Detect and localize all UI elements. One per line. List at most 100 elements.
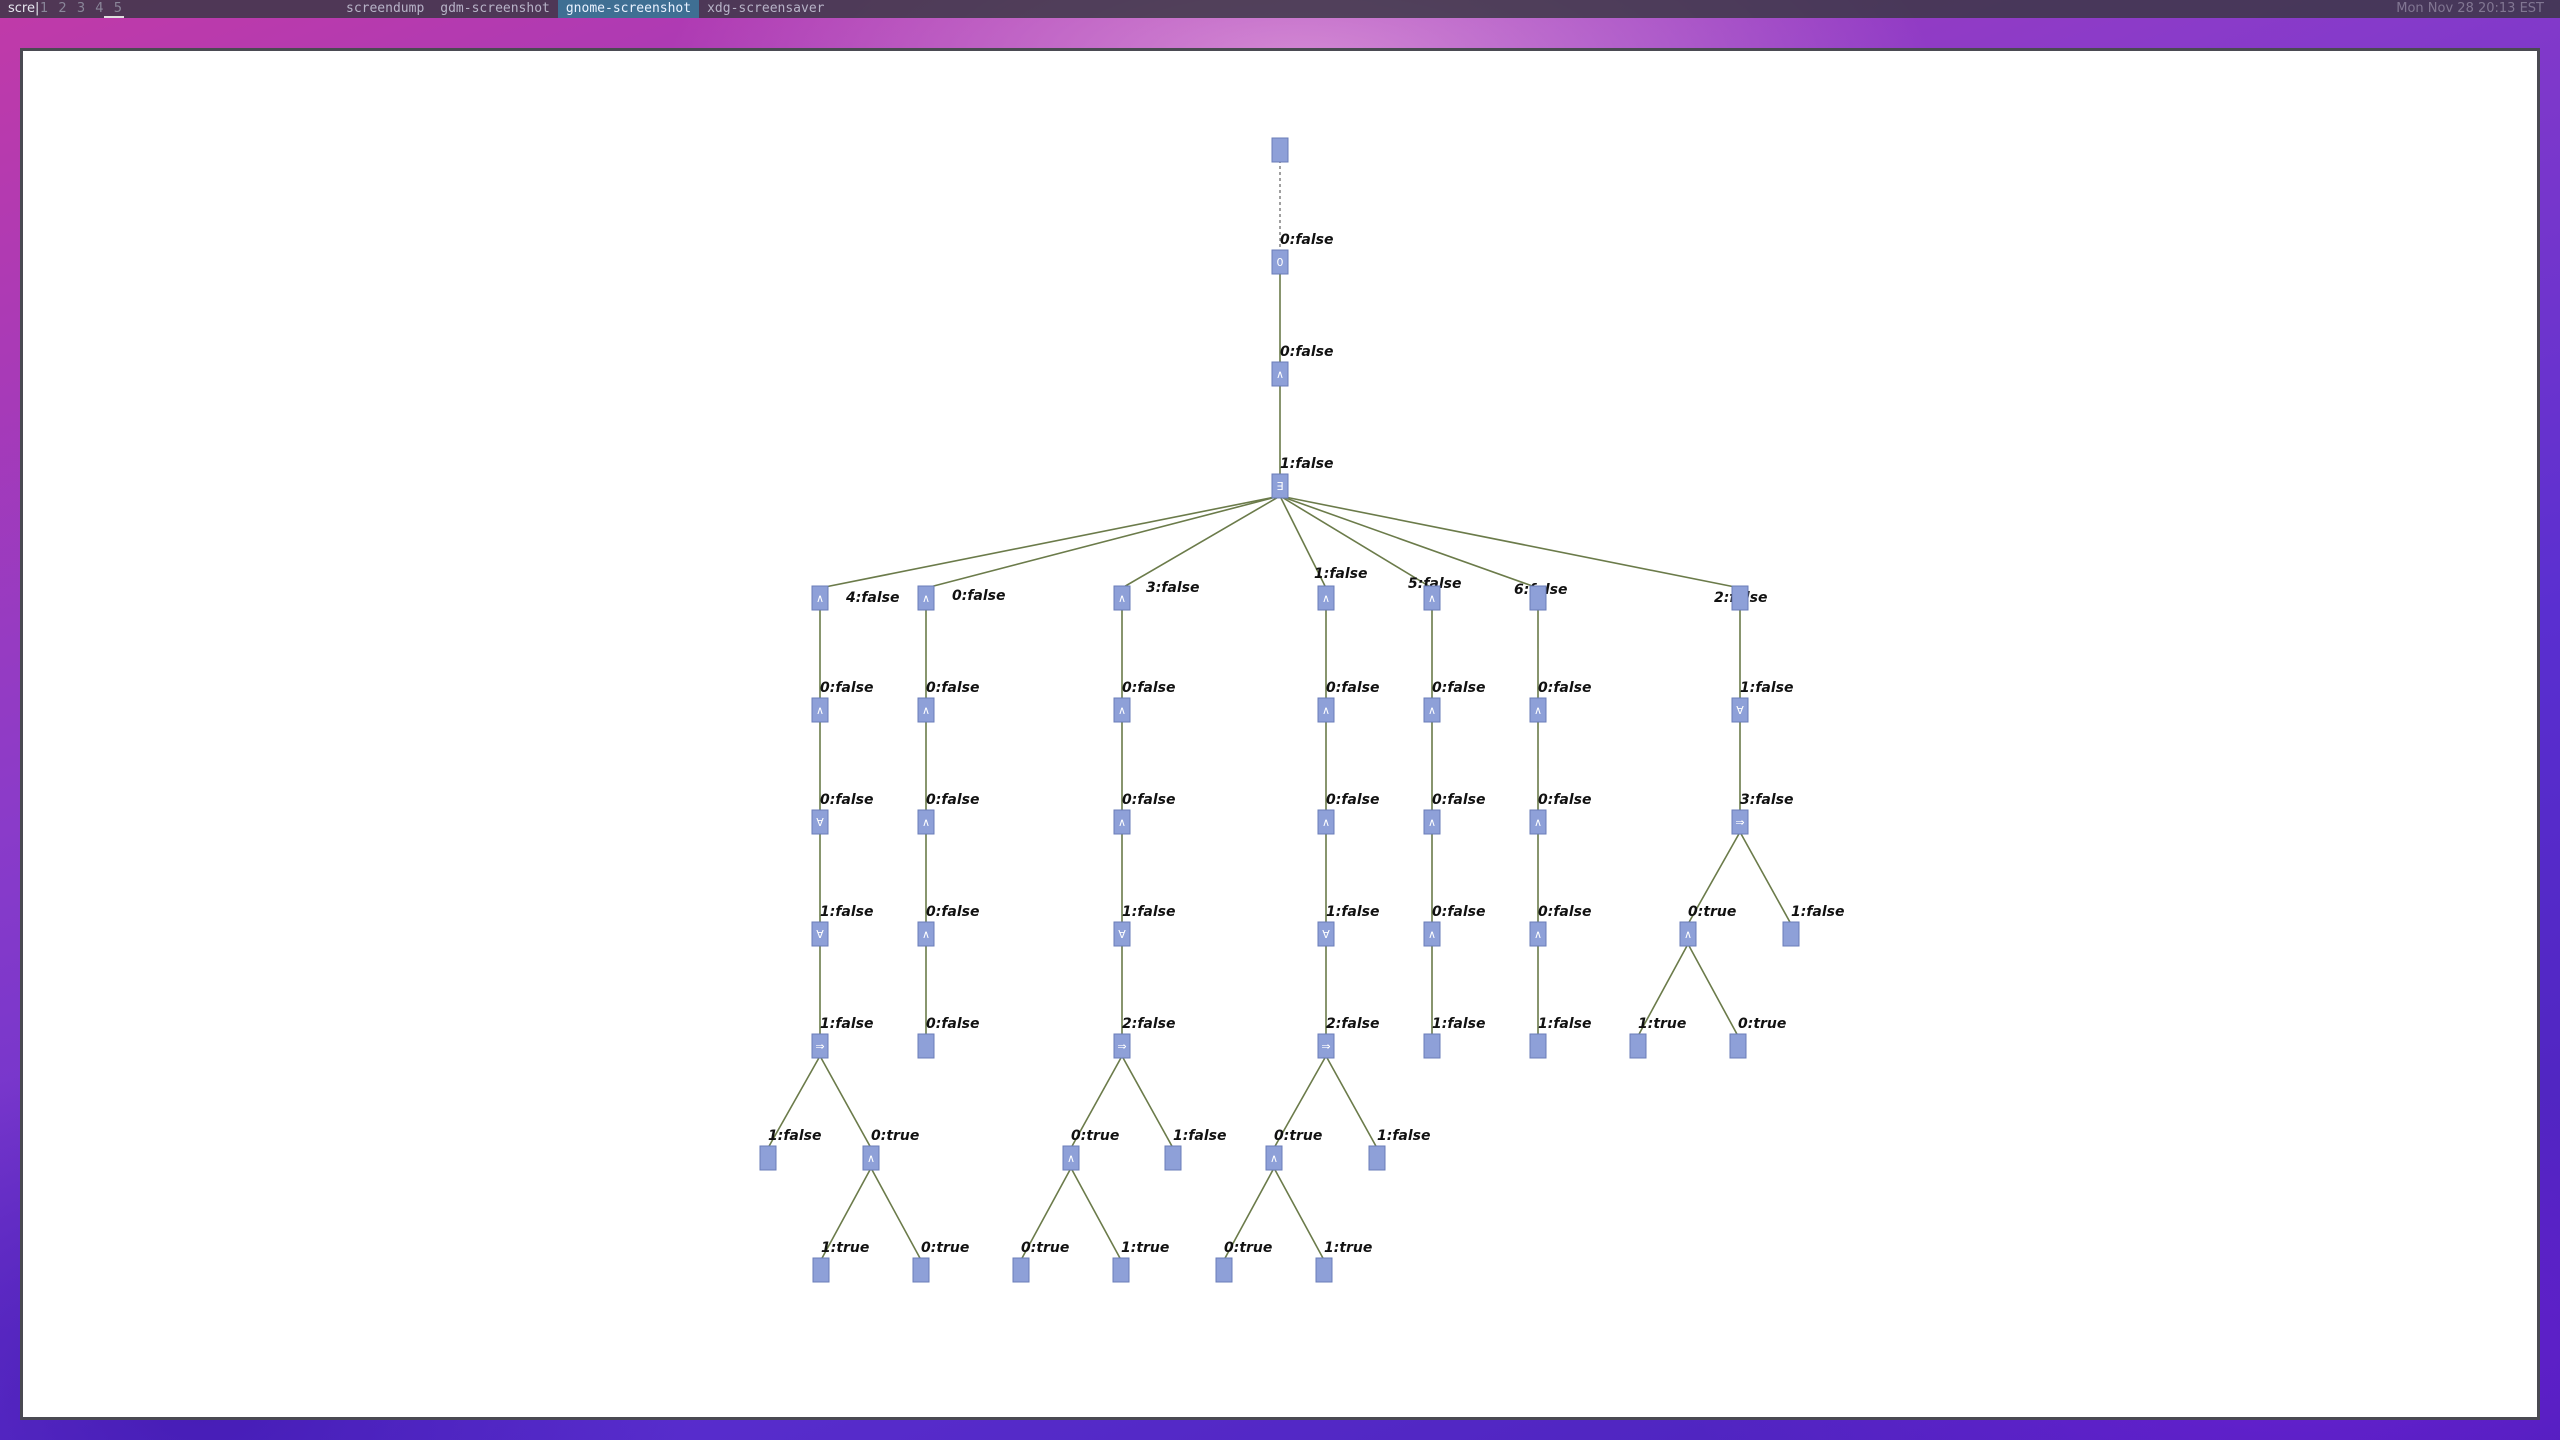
- tree-node-c2[interactable]: ∧: [1113, 697, 1131, 723]
- node-box[interactable]: [1729, 1033, 1747, 1059]
- node-box[interactable]: [1112, 1257, 1130, 1283]
- node-box[interactable]: [1731, 697, 1749, 723]
- node-box[interactable]: [811, 585, 829, 611]
- node-box[interactable]: [1529, 585, 1547, 611]
- workspace-1[interactable]: 1: [40, 1, 49, 16]
- tree-node-f1[interactable]: [1529, 585, 1547, 611]
- workspace-3[interactable]: 3: [76, 1, 86, 16]
- tree-node-a2[interactable]: ∧: [811, 697, 829, 723]
- tree-node-g3[interactable]: ⇒: [1731, 809, 1749, 835]
- node-box[interactable]: [1113, 1033, 1131, 1059]
- node-box[interactable]: [1368, 1145, 1386, 1171]
- tree-node-g6[interactable]: [1629, 1033, 1647, 1059]
- node-box[interactable]: [1317, 585, 1335, 611]
- tree-node-e2[interactable]: ∧: [1423, 697, 1441, 723]
- node-box[interactable]: [1423, 1033, 1441, 1059]
- node-box[interactable]: [1731, 585, 1749, 611]
- node-box[interactable]: [1271, 137, 1289, 163]
- tree-node-e5[interactable]: [1423, 1033, 1441, 1059]
- tree-node-b3[interactable]: ∧: [917, 809, 935, 835]
- tree-node-a4[interactable]: ∀: [811, 921, 829, 947]
- node-box[interactable]: [1679, 921, 1697, 947]
- tree-node-f4[interactable]: ∧: [1529, 921, 1547, 947]
- launcher-prompt[interactable]: scre|: [8, 0, 39, 18]
- tree-node-d7[interactable]: [1368, 1145, 1386, 1171]
- tree-node-c6[interactable]: ∧: [1062, 1145, 1080, 1171]
- node-box[interactable]: [917, 809, 935, 835]
- tree-node-e4[interactable]: ∧: [1423, 921, 1441, 947]
- node-box[interactable]: [812, 1257, 830, 1283]
- tree-node-f2[interactable]: ∧: [1529, 697, 1547, 723]
- node-box[interactable]: [1423, 809, 1441, 835]
- node-box[interactable]: [1113, 921, 1131, 947]
- node-box[interactable]: [1012, 1257, 1030, 1283]
- node-box[interactable]: [917, 585, 935, 611]
- node-box[interactable]: [1529, 921, 1547, 947]
- tree-node-c5[interactable]: ⇒: [1113, 1033, 1131, 1059]
- node-box[interactable]: [1271, 361, 1289, 387]
- result-xdg-screensaver[interactable]: xdg-screensaver: [707, 1, 825, 16]
- node-box[interactable]: [1731, 809, 1749, 835]
- workspace-5[interactable]: 5: [113, 1, 122, 16]
- node-box[interactable]: [917, 921, 935, 947]
- tree-node-c8[interactable]: [1012, 1257, 1030, 1283]
- node-box[interactable]: [917, 697, 935, 723]
- result-gdm-screenshot[interactable]: gdm-screenshot: [440, 1, 550, 16]
- node-box[interactable]: [1782, 921, 1800, 947]
- tree-node-a8[interactable]: [812, 1257, 830, 1283]
- result-gnome-screenshot[interactable]: gnome-screenshot: [557, 0, 700, 18]
- node-box[interactable]: [1423, 585, 1441, 611]
- node-box[interactable]: [811, 921, 829, 947]
- tree-node-n3[interactable]: ∃: [1271, 473, 1289, 499]
- tree-node-c3[interactable]: ∧: [1113, 809, 1131, 835]
- node-box[interactable]: [759, 1145, 777, 1171]
- tree-node-a7[interactable]: ∧: [862, 1145, 880, 1171]
- node-box[interactable]: [811, 809, 829, 835]
- node-box[interactable]: [917, 1033, 935, 1059]
- node-box[interactable]: [1315, 1257, 1333, 1283]
- tree-node-e1[interactable]: ∧: [1423, 585, 1441, 611]
- tree-node-d2[interactable]: ∧: [1317, 697, 1335, 723]
- proof-tree-canvas[interactable]: 0:false00:false∧1:false∃4:false∧0:false∧…: [23, 51, 2537, 1417]
- tree-node-g5[interactable]: [1782, 921, 1800, 947]
- result-screendump[interactable]: screendump: [346, 1, 425, 16]
- node-box[interactable]: [1317, 809, 1335, 835]
- node-box[interactable]: [1529, 1033, 1547, 1059]
- tree-node-g4[interactable]: ∧: [1679, 921, 1697, 947]
- tree-node-a5[interactable]: ⇒: [811, 1033, 829, 1059]
- tree-node-e3[interactable]: ∧: [1423, 809, 1441, 835]
- node-box[interactable]: [1113, 809, 1131, 835]
- tree-node-r[interactable]: [1271, 137, 1289, 163]
- node-box[interactable]: [1317, 1033, 1335, 1059]
- tree-node-c4[interactable]: ∀: [1113, 921, 1131, 947]
- tree-node-a1[interactable]: ∧: [811, 585, 829, 611]
- tree-node-n2[interactable]: ∧: [1271, 361, 1289, 387]
- tree-node-g2[interactable]: ∀: [1731, 697, 1749, 723]
- tree-node-f3[interactable]: ∧: [1529, 809, 1547, 835]
- node-box[interactable]: [1164, 1145, 1182, 1171]
- tree-node-d9[interactable]: [1315, 1257, 1333, 1283]
- workspace-2[interactable]: 2: [58, 1, 67, 16]
- node-box[interactable]: [811, 1033, 829, 1059]
- node-box[interactable]: [1113, 585, 1131, 611]
- node-box[interactable]: [1317, 921, 1335, 947]
- node-box[interactable]: [1529, 809, 1547, 835]
- node-box[interactable]: [1271, 249, 1289, 275]
- tree-node-b1[interactable]: ∧: [917, 585, 935, 611]
- tree-node-d3[interactable]: ∧: [1317, 809, 1335, 835]
- tree-node-f5[interactable]: [1529, 1033, 1547, 1059]
- workspace-4[interactable]: 4: [95, 1, 104, 16]
- node-box[interactable]: [1113, 697, 1131, 723]
- tree-node-d4[interactable]: ∀: [1317, 921, 1335, 947]
- node-box[interactable]: [912, 1257, 930, 1283]
- tree-node-a9[interactable]: [912, 1257, 930, 1283]
- node-box[interactable]: [1423, 697, 1441, 723]
- tree-node-b5[interactable]: [917, 1033, 935, 1059]
- node-box[interactable]: [1271, 473, 1289, 499]
- tree-node-b4[interactable]: ∧: [917, 921, 935, 947]
- tree-node-d8[interactable]: [1215, 1257, 1233, 1283]
- tree-node-d6[interactable]: ∧: [1265, 1145, 1283, 1171]
- tree-node-g1[interactable]: [1731, 585, 1749, 611]
- node-box[interactable]: [1215, 1257, 1233, 1283]
